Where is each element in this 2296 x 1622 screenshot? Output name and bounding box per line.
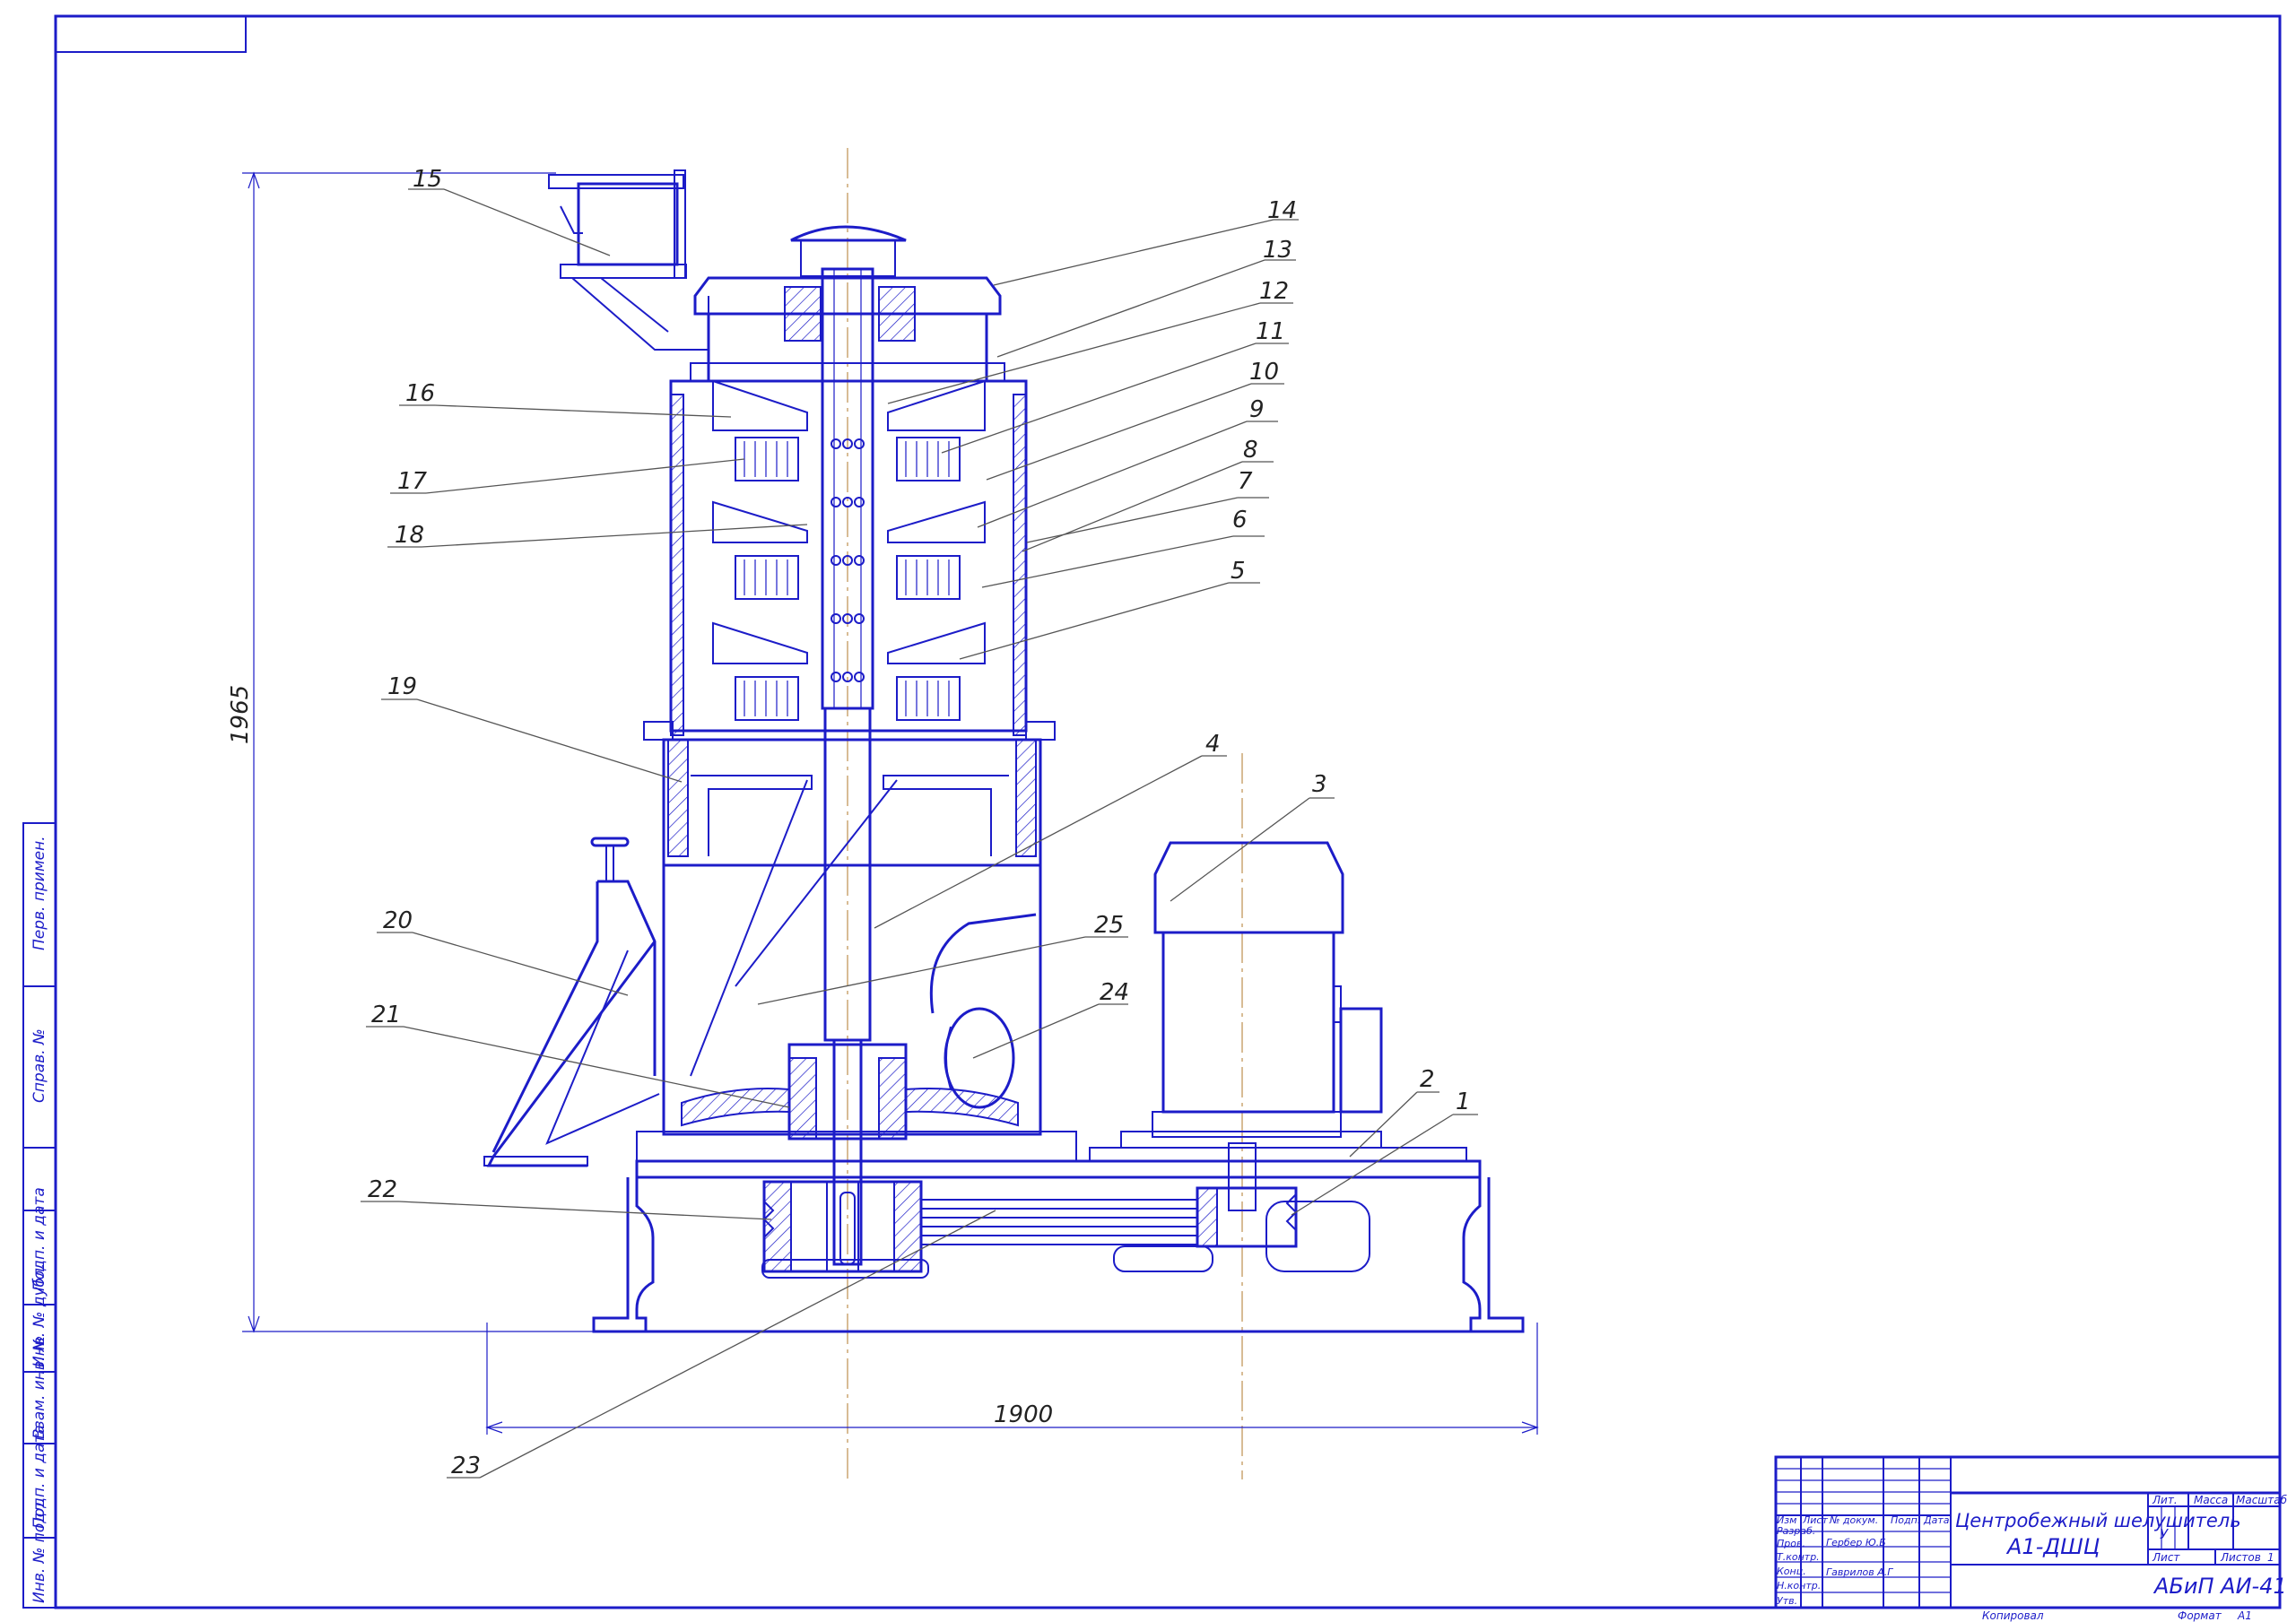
callout-2: 2	[1420, 1066, 1435, 1093]
callout-23: 23	[451, 1453, 481, 1479]
tb-role-tkontr: Т.контр.	[1777, 1551, 1820, 1563]
main-housing	[643, 225, 1056, 1266]
dimension-width-label: 1900	[994, 1401, 1053, 1428]
tb-name-developer: Гербер Ю.Б	[1826, 1537, 1886, 1548]
callout-22: 22	[368, 1176, 397, 1203]
drawing-code: АБиП АИ-41	[2152, 1574, 2287, 1599]
callout-16: 16	[405, 380, 435, 407]
base-frame	[592, 1131, 1525, 1333]
tb-name-checker: Гаврилов А.Г	[1826, 1566, 1893, 1578]
sheet-label: Лист	[2152, 1551, 2180, 1564]
tb-header-izm: Изм	[1777, 1514, 1796, 1526]
stamp-label-4: Инв. № дубл.	[30, 1263, 48, 1367]
callout-18: 18	[395, 522, 424, 549]
drawing-subtitle: А1-ДШЦ	[2005, 1534, 2100, 1559]
format-label: Формат	[2178, 1609, 2222, 1622]
tb-header-sign: Подп.	[1891, 1514, 1920, 1526]
stamp-label-7: Инв. № подл.	[30, 1498, 48, 1603]
tb-role-razrab: Разраб.	[1777, 1525, 1815, 1537]
callout-5: 5	[1231, 558, 1246, 585]
sheets-label: Листов	[2220, 1551, 2261, 1564]
tb-role-utv: Утв.	[1777, 1595, 1797, 1607]
callout-19: 19	[387, 673, 417, 700]
callout-12: 12	[1259, 278, 1289, 305]
tb-role-nkontr: Н.контр.	[1777, 1580, 1821, 1592]
callout-24: 24	[1100, 979, 1129, 1006]
dimension-height: 1965	[227, 171, 628, 1333]
callout-13: 13	[1263, 237, 1292, 264]
stamp-label-2: Справ. №	[30, 1028, 48, 1103]
callout-14: 14	[1267, 197, 1297, 224]
rotor-tier	[712, 500, 986, 600]
outlet-chute	[483, 837, 660, 1167]
callout-9: 9	[1249, 396, 1265, 423]
mass-label: Масса	[2194, 1494, 2228, 1506]
copied-label: Копировал	[1982, 1609, 2044, 1622]
rotor-tier	[712, 379, 986, 481]
center-axes	[847, 148, 1243, 1484]
scale-label: Масштаб	[2236, 1494, 2288, 1506]
lit-label: Лит.	[2152, 1494, 2178, 1506]
dimension-height-label: 1965	[227, 685, 254, 744]
drawing-title: Центробежный шелушитель	[1955, 1510, 2241, 1531]
rotor-tier	[712, 621, 986, 721]
sheet-frame	[54, 14, 2282, 1609]
title-block: Изм Лист № докум. Подп. Дата Разраб. Про…	[1774, 1455, 2288, 1622]
sheets-value: 1	[2267, 1551, 2274, 1564]
callout-17: 17	[397, 468, 428, 495]
stamp-label-1: Перв. примен.	[30, 836, 48, 950]
callout-10: 10	[1249, 359, 1279, 386]
callout-7: 7	[1238, 468, 1253, 495]
side-stamp: Перв. примен. Справ. № Подп. и дата Инв.…	[22, 822, 57, 1609]
callout-3: 3	[1312, 771, 1327, 798]
lit-value: У	[2160, 1526, 2169, 1542]
stamp-label-6: Подп. и дата	[30, 1425, 48, 1529]
format-value: А1	[2237, 1609, 2252, 1622]
callout-8: 8	[1243, 437, 1258, 464]
electric-motor	[1120, 841, 1383, 1149]
callout-21: 21	[371, 1002, 401, 1028]
callout-4: 4	[1205, 731, 1221, 758]
tb-header-list: Лист	[1802, 1514, 1828, 1526]
tb-role-prov: Пров.	[1777, 1538, 1805, 1549]
callout-1: 1	[1456, 1089, 1471, 1115]
callout-11: 11	[1256, 318, 1285, 345]
callout-15: 15	[413, 166, 442, 193]
tb-role-konc: Конц.	[1777, 1566, 1806, 1577]
callout-25: 25	[1094, 912, 1124, 939]
callouts: 14 13 12 11 10 9 8 7 6 5 4 3 25 24 2 1 1…	[361, 166, 1478, 1479]
feed-hopper	[548, 169, 709, 351]
callout-6: 6	[1232, 507, 1248, 533]
callout-20: 20	[383, 907, 413, 934]
stamp-label-5: Взам. инв. №	[30, 1336, 48, 1439]
tb-header-doc: № докум.	[1829, 1514, 1878, 1526]
dimension-width: 1900	[485, 1323, 1539, 1435]
stamp-label-3: Подп. и дата	[30, 1187, 48, 1291]
shaft-holes	[831, 438, 865, 682]
tb-header-date: Дата	[1923, 1514, 1950, 1526]
belt-drive	[761, 1142, 1370, 1279]
